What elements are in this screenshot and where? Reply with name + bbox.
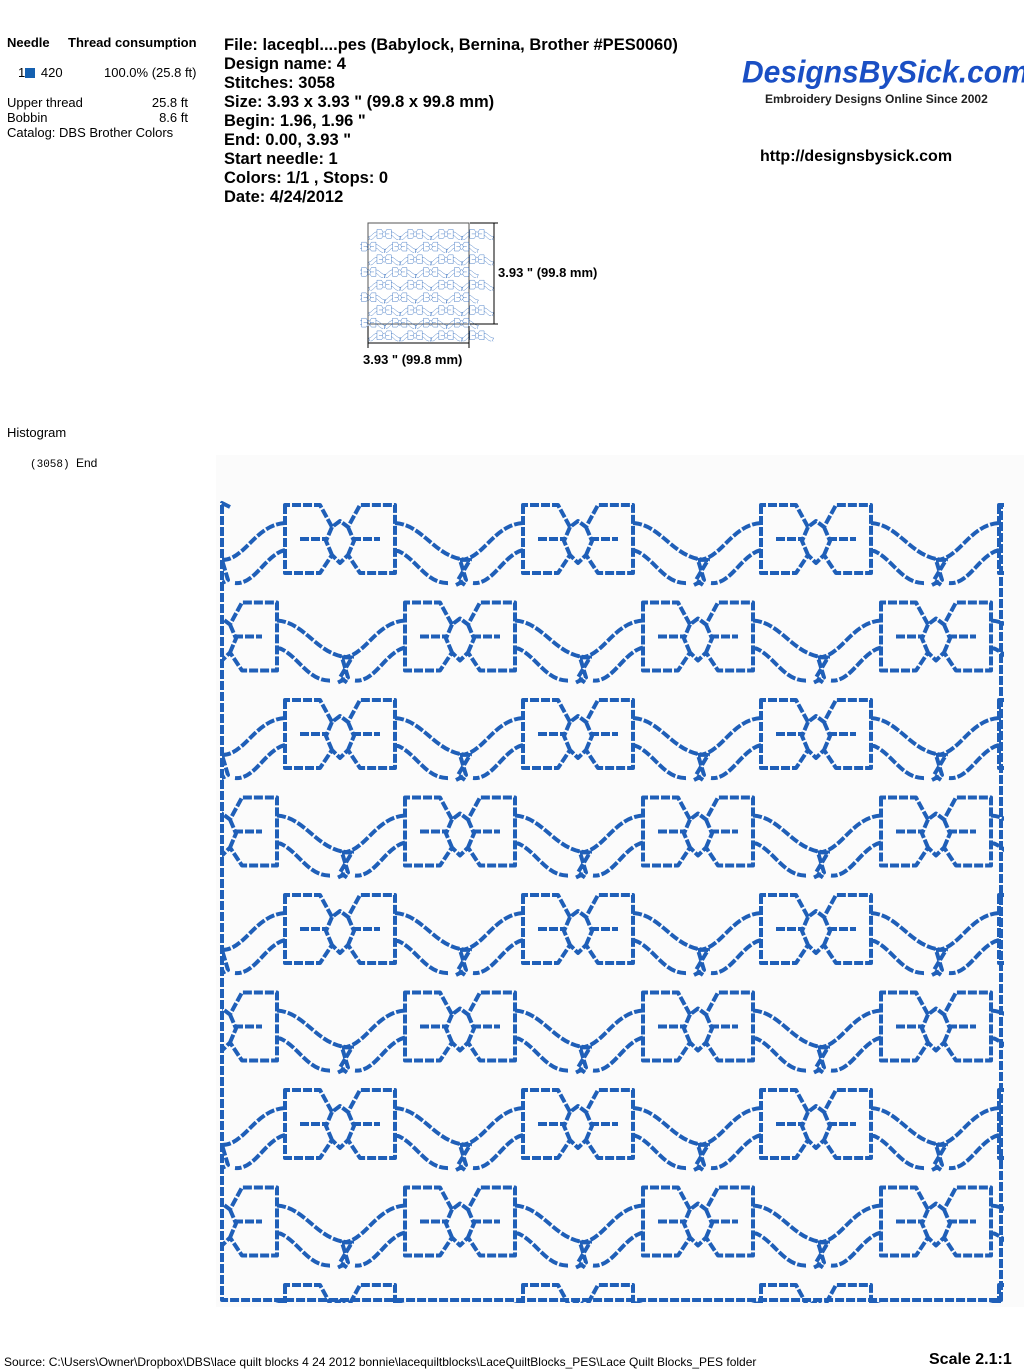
date: Date: 4/24/2012	[224, 188, 344, 206]
upper-thread-value: 25.8 ft	[151, 95, 188, 110]
width-label: 3.93 " (99.8 mm)	[363, 352, 463, 367]
design-border	[220, 501, 1003, 1302]
source-path: Source: C:\Users\Owner\Dropbox\DBS\lace …	[4, 1355, 757, 1369]
histogram-entry: (3058) End	[30, 456, 97, 471]
consumption-value: 100.0% (25.8 ft)	[104, 65, 197, 80]
embroidery-preview	[216, 455, 1024, 1307]
size: Size: 3.93 x 3.93 " (99.8 x 99.8 mm)	[224, 93, 495, 111]
stitch-pattern	[220, 501, 1004, 1303]
design-name: Design name: 4	[224, 55, 346, 73]
design-thumbnail	[360, 222, 498, 348]
begin: Begin: 1.96, 1.96 "	[224, 112, 366, 130]
bobbin-value: 8.6 ft	[159, 110, 188, 125]
histogram-count: (3058)	[30, 459, 70, 471]
brand-url[interactable]: http://designsbysick.com	[760, 148, 953, 165]
bow-rows	[222, 503, 1004, 1303]
catalog: Catalog: DBS Brother Colors	[7, 125, 174, 140]
needle-number: 1	[18, 65, 26, 80]
end: End: 0.00, 3.93 "	[224, 131, 352, 149]
needle-header: Needle	[7, 35, 50, 50]
upper-thread-label: Upper thread	[7, 95, 83, 110]
colors: Colors: 1/1 , Stops: 0	[224, 169, 389, 187]
thread-row: 1 420	[18, 65, 63, 80]
color-code: 420	[40, 65, 63, 80]
thumbnail-frame	[367, 222, 470, 325]
color-swatch	[25, 68, 36, 78]
scale: Scale 2.1:1	[929, 1351, 1012, 1368]
brand-tagline: Embroidery Designs Online Since 2002	[765, 92, 988, 106]
stitches: Stitches: 3058	[224, 74, 335, 92]
file-name: File: laceqbl....pes (Babylock, Bernina,…	[224, 36, 678, 54]
design-info: File: laceqbl....pes (Babylock, Bernina,…	[224, 36, 678, 207]
histogram-label: End	[75, 456, 98, 470]
thread-consumption-header: Thread consumption	[68, 35, 197, 50]
brand-logo: DesignsBySick.com	[742, 55, 1024, 90]
height-label: 3.93 " (99.8 mm)	[498, 265, 598, 280]
histogram-title: Histogram	[7, 425, 67, 440]
bobbin-label: Bobbin	[7, 110, 48, 125]
thumbnail-stitches	[360, 229, 495, 342]
start-needle: Start needle: 1	[224, 150, 338, 168]
thumbnail-bows	[360, 229, 495, 342]
